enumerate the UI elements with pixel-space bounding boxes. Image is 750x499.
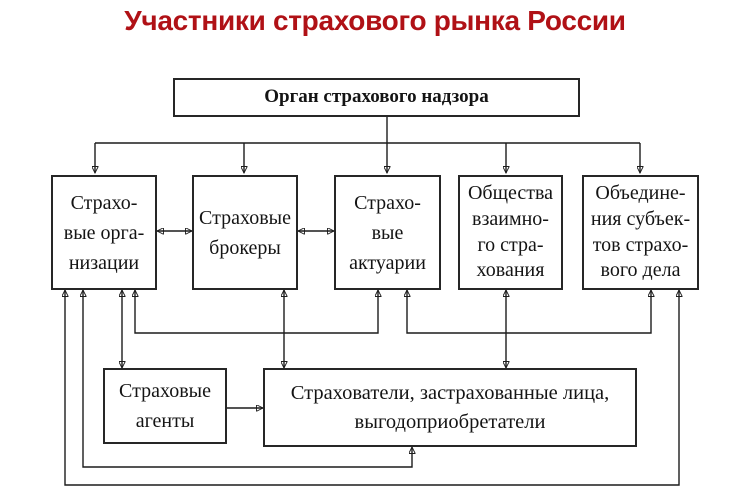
box-mutual-insurance-societies: Общества взаимно- го стра- хования <box>458 175 563 290</box>
box-insurance-brokers: Страховые брокеры <box>192 175 298 290</box>
box-policyholders: Страхователи, застрахованные лица, выгод… <box>263 368 637 447</box>
arrow-insurers-actuaries-routed <box>135 290 378 334</box>
diagram-title: Участники страхового рынка России <box>124 5 626 36</box>
arrow-insurers-associations-bottom <box>65 290 679 486</box>
box-supervisory-authority: Орган страхового надзора <box>173 78 580 117</box>
box-insurance-organizations: Страхо- вые орга- низации <box>51 175 157 290</box>
box-insurance-agents: Страховые агенты <box>103 368 227 444</box>
box-insurance-actuaries: Страхо- вые актуарии <box>334 175 441 290</box>
arrow-insurers-policyholders-bottom <box>83 290 412 468</box>
arrow-actuaries-associations-routed <box>407 290 651 334</box>
connector-supervisor-stem <box>95 117 640 144</box>
box-insurance-business-associations: Объедине- ния субъек- тов страхо- вого д… <box>582 175 699 290</box>
